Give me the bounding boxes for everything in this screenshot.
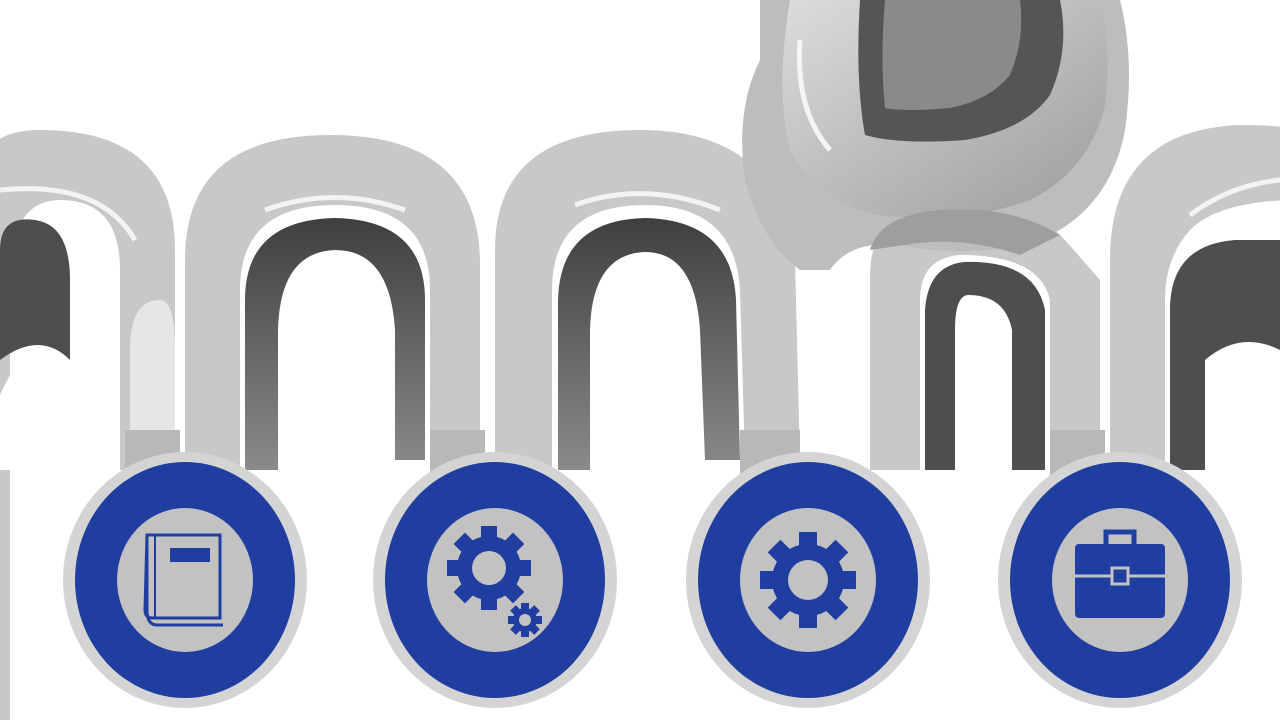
briefcase-icon xyxy=(1075,529,1165,618)
medallion-3 xyxy=(686,452,930,708)
loop-hole-inner xyxy=(882,0,1022,110)
gap-1 xyxy=(130,300,175,470)
gap-2 xyxy=(290,335,382,470)
tunnel-2 xyxy=(245,218,425,470)
highlight-1 xyxy=(0,186,138,242)
medallion-2 xyxy=(373,452,617,708)
gears-icon xyxy=(447,526,542,637)
ribbon-loop xyxy=(742,0,1129,270)
medallion-1 xyxy=(63,452,307,708)
tunnel-3 xyxy=(558,218,740,470)
highlight-4 xyxy=(1188,177,1280,218)
gear-icon xyxy=(760,532,856,628)
gap-3 xyxy=(600,338,692,470)
medallion-4 xyxy=(998,452,1242,708)
ribbon-arch-5 xyxy=(1110,125,1280,470)
loop-highlight xyxy=(796,39,832,152)
book-icon xyxy=(143,533,223,627)
tunnel-4 xyxy=(925,261,1045,470)
gap-4 xyxy=(965,340,1005,470)
gap-5 xyxy=(1215,345,1280,470)
ribbon-arch-1 xyxy=(0,130,175,720)
gap-0 xyxy=(0,350,65,470)
loop-tail xyxy=(870,209,1060,255)
highlight-3 xyxy=(574,191,721,213)
highlight-2 xyxy=(264,195,406,213)
tunnel-1 xyxy=(0,219,70,720)
tunnel-5 xyxy=(1170,240,1280,470)
ribbon-arch-4 xyxy=(870,204,1100,470)
ribbon-arch-2 xyxy=(185,135,480,470)
ribbon-arch-3 xyxy=(495,130,800,470)
